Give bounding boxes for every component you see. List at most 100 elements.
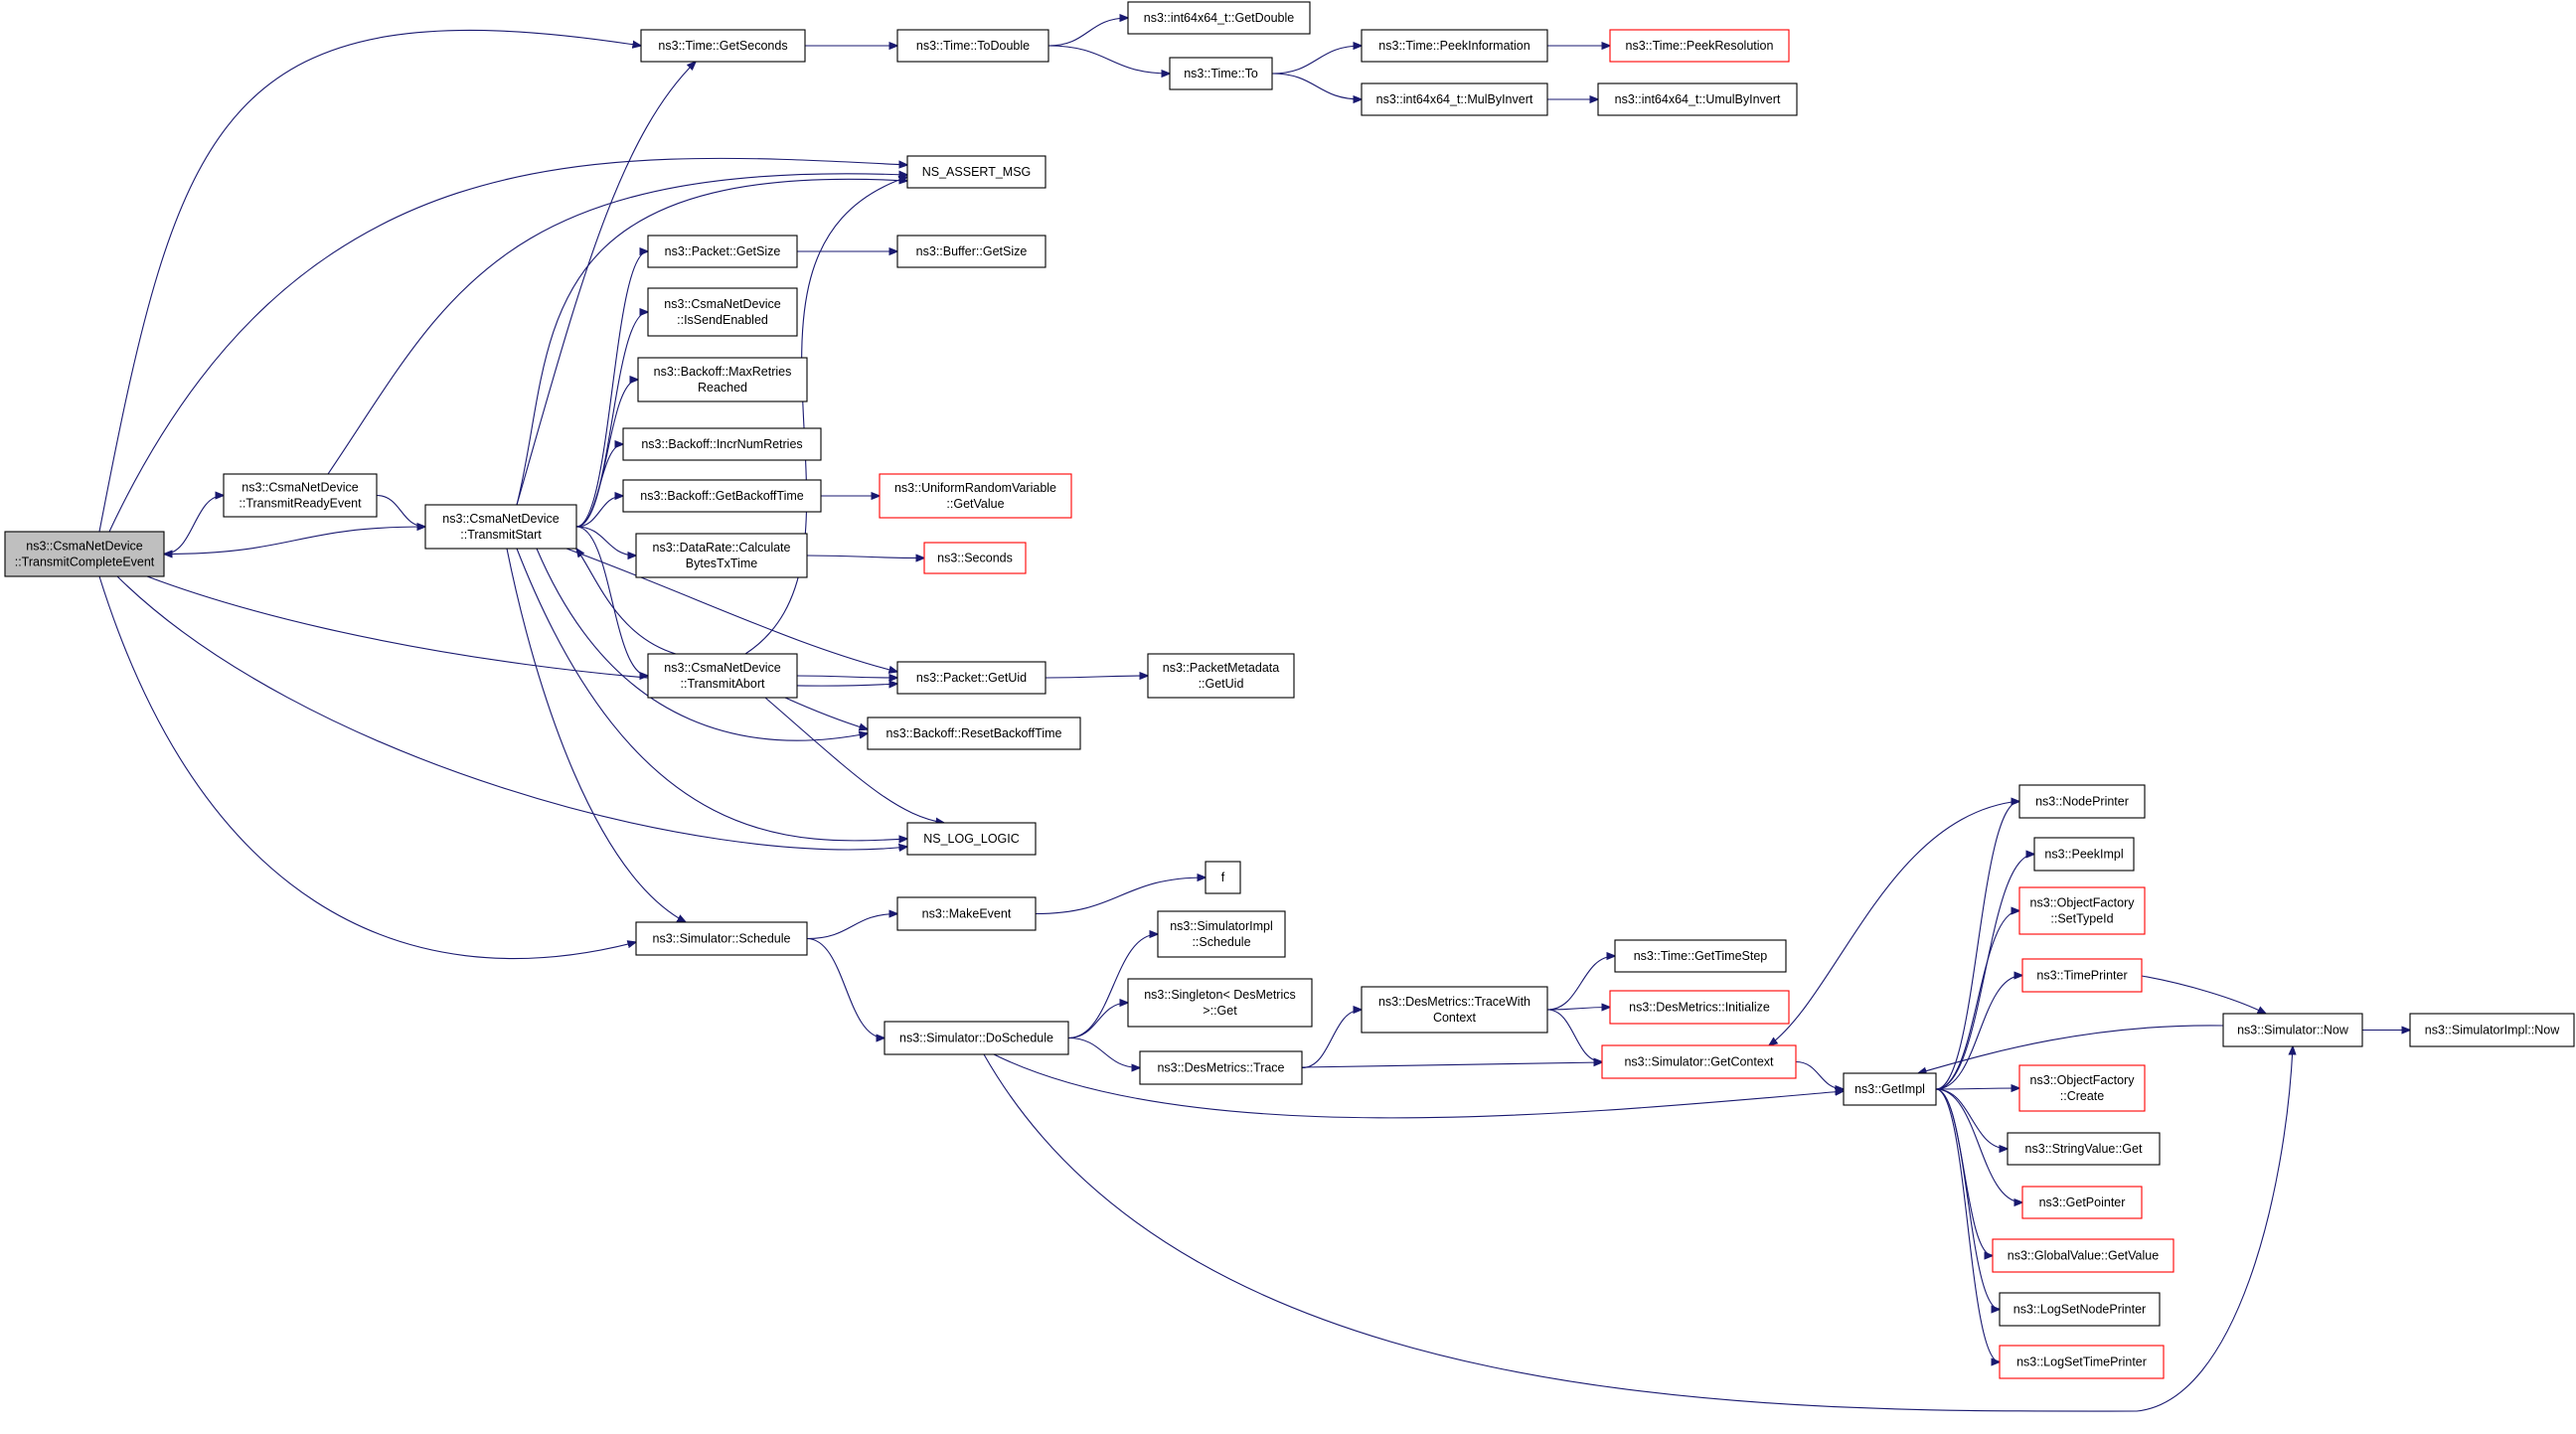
node-getpointer[interactable]: ns3::GetPointer: [2021, 1186, 2143, 1219]
node-incr[interactable]: ns3::Backoff::IncrNumRetries: [622, 427, 822, 461]
node-nodeprinter[interactable]: ns3::NodePrinter: [2018, 784, 2146, 819]
node-box[interactable]: [1614, 939, 1787, 973]
node-loglogic[interactable]: NS_LOG_LOGIC: [906, 822, 1037, 856]
node-box[interactable]: [1992, 1238, 2174, 1273]
node-pmuid[interactable]: ns3::PacketMetadata::GetUid: [1147, 653, 1295, 699]
node-box[interactable]: [2018, 784, 2146, 819]
node-box[interactable]: [647, 235, 798, 268]
node-mulbyinv[interactable]: ns3::int64x64_t::MulByInvert: [1361, 82, 1548, 116]
node-box[interactable]: [2033, 837, 2135, 872]
node-box[interactable]: [2021, 1186, 2143, 1219]
node-f[interactable]: f: [1205, 861, 1241, 894]
node-getimpl[interactable]: ns3::GetImpl: [1843, 1072, 1937, 1106]
node-ofcreate[interactable]: ns3::ObjectFactory::Create: [2018, 1064, 2146, 1112]
node-simnow[interactable]: ns3::Simulator::Now: [2222, 1013, 2363, 1047]
node-simimplsched[interactable]: ns3::SimulatorImpl::Schedule: [1157, 910, 1286, 958]
node-box[interactable]: [647, 287, 798, 337]
node-assert[interactable]: NS_ASSERT_MSG: [906, 155, 1046, 189]
node-box[interactable]: [879, 473, 1072, 519]
node-timestep[interactable]: ns3::Time::GetTimeStep: [1614, 939, 1787, 973]
node-peekimpl[interactable]: ns3::PeekImpl: [2033, 837, 2135, 872]
node-box[interactable]: [1157, 910, 1286, 958]
node-box[interactable]: [1139, 1050, 1303, 1085]
node-getctx[interactable]: ns3::Simulator::GetContext: [1601, 1044, 1797, 1079]
node-box[interactable]: [906, 155, 1046, 189]
node-getdouble[interactable]: ns3::int64x64_t::GetDouble: [1127, 1, 1311, 35]
node-bufsize[interactable]: ns3::Buffer::GetSize: [896, 235, 1046, 268]
node-box[interactable]: [2018, 886, 2146, 935]
node-setypeid[interactable]: ns3::ObjectFactory::SetTypeId: [2018, 886, 2146, 935]
node-svget[interactable]: ns3::StringValue::Get: [2007, 1132, 2161, 1166]
node-peekres[interactable]: ns3::Time::PeekResolution: [1609, 29, 1790, 63]
node-umulbyinv[interactable]: ns3::int64x64_t::UmulByInvert: [1597, 82, 1798, 116]
node-box[interactable]: [1361, 82, 1548, 116]
node-box[interactable]: [896, 661, 1046, 695]
node-timeprinter[interactable]: ns3::TimePrinter: [2021, 958, 2143, 993]
node-desmtrace[interactable]: ns3::DesMetrics::Trace: [1139, 1050, 1303, 1085]
node-todouble[interactable]: ns3::Time::ToDouble: [896, 29, 1049, 63]
node-pktsize[interactable]: ns3::Packet::GetSize: [647, 235, 798, 268]
node-root[interactable]: ns3::CsmaNetDevice::TransmitCompleteEven…: [4, 531, 165, 577]
node-box[interactable]: [906, 822, 1037, 856]
node-box[interactable]: [884, 1021, 1069, 1055]
node-box[interactable]: [223, 473, 378, 518]
node-box[interactable]: [867, 717, 1081, 750]
node-box[interactable]: [647, 653, 798, 699]
node-makeevent[interactable]: ns3::MakeEvent: [896, 896, 1037, 931]
node-box[interactable]: [1843, 1072, 1937, 1106]
node-box[interactable]: [622, 479, 822, 513]
node-box[interactable]: [1127, 978, 1313, 1028]
node-box[interactable]: [1601, 1044, 1797, 1079]
node-getsec[interactable]: ns3::Time::GetSeconds: [640, 29, 806, 63]
node-schedule[interactable]: ns3::Simulator::Schedule: [635, 921, 808, 956]
node-box[interactable]: [640, 29, 806, 63]
node-box[interactable]: [896, 235, 1046, 268]
node-box[interactable]: [1147, 653, 1295, 699]
node-ts[interactable]: ns3::CsmaNetDevice::TransmitStart: [424, 504, 577, 550]
node-resetbt[interactable]: ns3::Backoff::ResetBackoffTime: [867, 717, 1081, 750]
node-box[interactable]: [1999, 1292, 2161, 1327]
node-seconds[interactable]: ns3::Seconds: [923, 542, 1027, 574]
node-box[interactable]: [622, 427, 822, 461]
node-box[interactable]: [1127, 1, 1311, 35]
node-box[interactable]: [635, 921, 808, 956]
node-simimplnow[interactable]: ns3::SimulatorImpl::Now: [2409, 1013, 2575, 1047]
node-box[interactable]: [635, 533, 808, 578]
node-box[interactable]: [1999, 1345, 2165, 1379]
node-box[interactable]: [637, 357, 808, 402]
node-box[interactable]: [1205, 861, 1241, 894]
node-singleton[interactable]: ns3::Singleton< DesMetrics>::Get: [1127, 978, 1313, 1028]
node-logsetnode[interactable]: ns3::LogSetNodePrinter: [1999, 1292, 2161, 1327]
node-getbt[interactable]: ns3::Backoff::GetBackoffTime: [622, 479, 822, 513]
node-logsettime[interactable]: ns3::LogSetTimePrinter: [1999, 1345, 2165, 1379]
node-timeto[interactable]: ns3::Time::To: [1169, 57, 1273, 90]
node-box[interactable]: [2409, 1013, 2575, 1047]
node-dosched[interactable]: ns3::Simulator::DoSchedule: [884, 1021, 1069, 1055]
node-box[interactable]: [2021, 958, 2143, 993]
node-box[interactable]: [1361, 29, 1548, 63]
node-box[interactable]: [2007, 1132, 2161, 1166]
node-getuid[interactable]: ns3::Packet::GetUid: [896, 661, 1046, 695]
node-box[interactable]: [1609, 29, 1790, 63]
node-box[interactable]: [4, 531, 165, 577]
node-peekinfo[interactable]: ns3::Time::PeekInformation: [1361, 29, 1548, 63]
node-gvget[interactable]: ns3::GlobalValue::GetValue: [1992, 1238, 2174, 1273]
node-issend[interactable]: ns3::CsmaNetDevice::IsSendEnabled: [647, 287, 798, 337]
node-box[interactable]: [896, 29, 1049, 63]
node-box[interactable]: [2018, 1064, 2146, 1112]
node-tre[interactable]: ns3::CsmaNetDevice::TransmitReadyEvent: [223, 473, 378, 518]
node-urv[interactable]: ns3::UniformRandomVariable::GetValue: [879, 473, 1072, 519]
node-box[interactable]: [1609, 990, 1790, 1025]
node-desinit[interactable]: ns3::DesMetrics::Initialize: [1609, 990, 1790, 1025]
node-box[interactable]: [1169, 57, 1273, 90]
node-tabort[interactable]: ns3::CsmaNetDevice::TransmitAbort: [647, 653, 798, 699]
node-box[interactable]: [1597, 82, 1798, 116]
node-box[interactable]: [896, 896, 1037, 931]
node-box[interactable]: [923, 542, 1027, 574]
node-box[interactable]: [2222, 1013, 2363, 1047]
node-box[interactable]: [424, 504, 577, 550]
node-box[interactable]: [1361, 986, 1548, 1034]
